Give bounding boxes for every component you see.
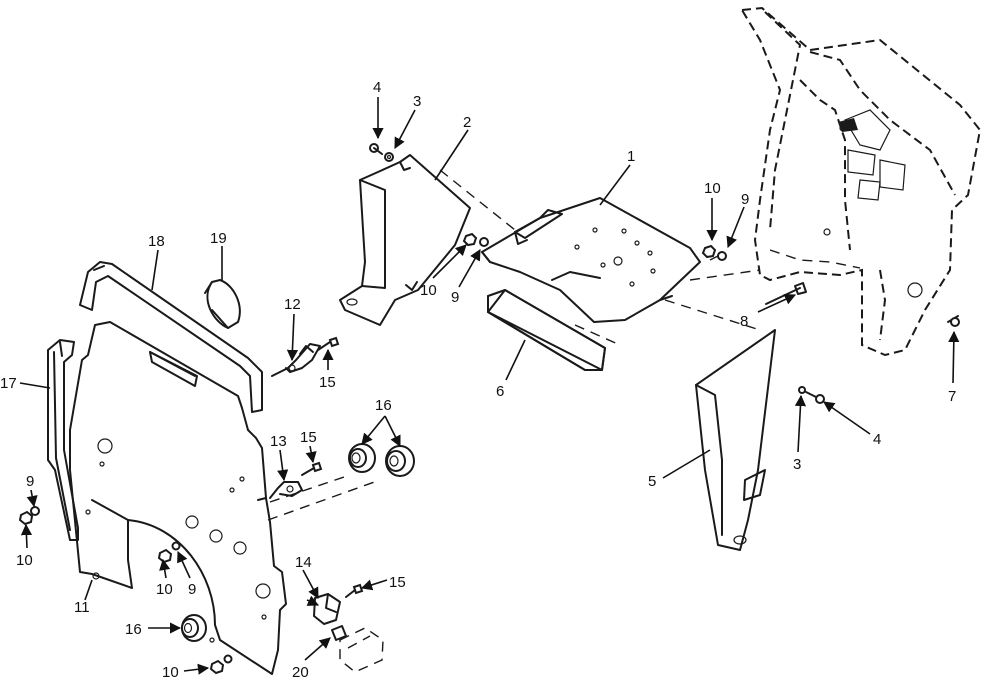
callout-9: 9 [741,191,749,208]
callout-labels: 1 2 3 4 10 9 10 9 8 7 6 18 19 12 15 17 1… [0,79,956,681]
part-11-main-panel [69,321,287,675]
part-8-bolt [765,282,807,305]
callout-20: 20 [292,664,309,681]
part-14-switch [313,593,341,625]
part-13-bracket [269,481,303,499]
part-19-disk [204,279,241,329]
callout-19: 19 [210,230,227,247]
callout-15: 15 [389,574,406,591]
callout-10: 10 [162,664,179,681]
seat-frame-outline [740,6,982,357]
callout-6: 6 [496,383,504,400]
callout-12: 12 [284,296,301,313]
callout-1: 1 [627,148,635,165]
callout-4: 4 [373,79,381,96]
callout-8: 8 [740,313,748,330]
callout-14: 14 [295,554,312,571]
part-18-top-trim [79,261,263,413]
callout-15: 15 [319,374,336,391]
callout-15: 15 [300,429,317,446]
part-6-block [487,289,606,371]
callout-18: 18 [148,233,165,250]
part-7-knob [947,315,960,327]
fasteners [18,143,825,675]
part-12-bracket [271,343,321,377]
callout-9: 9 [451,289,459,306]
callout-16: 16 [375,397,392,414]
callout-4: 4 [873,431,881,448]
callout-13: 13 [270,433,287,450]
callout-5: 5 [648,473,656,490]
callout-10: 10 [420,282,437,299]
part-5-right-bracket [695,329,776,551]
callout-9: 9 [188,581,196,598]
callout-10: 10 [156,581,173,598]
part-1-mounting-plate [481,197,701,323]
part-20-connector [331,625,384,673]
callout-17: 17 [0,375,17,392]
callout-7: 7 [948,388,956,405]
callout-3: 3 [793,456,801,473]
part-2-left-bracket [339,154,471,326]
callout-10: 10 [16,552,33,569]
callout-2: 2 [463,114,471,131]
callout-9: 9 [26,473,34,490]
callout-3: 3 [413,93,421,110]
leader-lines [19,97,960,675]
assembly-guide-lines [267,169,761,521]
callout-10: 10 [704,180,721,197]
callout-16: 16 [125,621,142,638]
callout-11: 11 [74,599,90,616]
